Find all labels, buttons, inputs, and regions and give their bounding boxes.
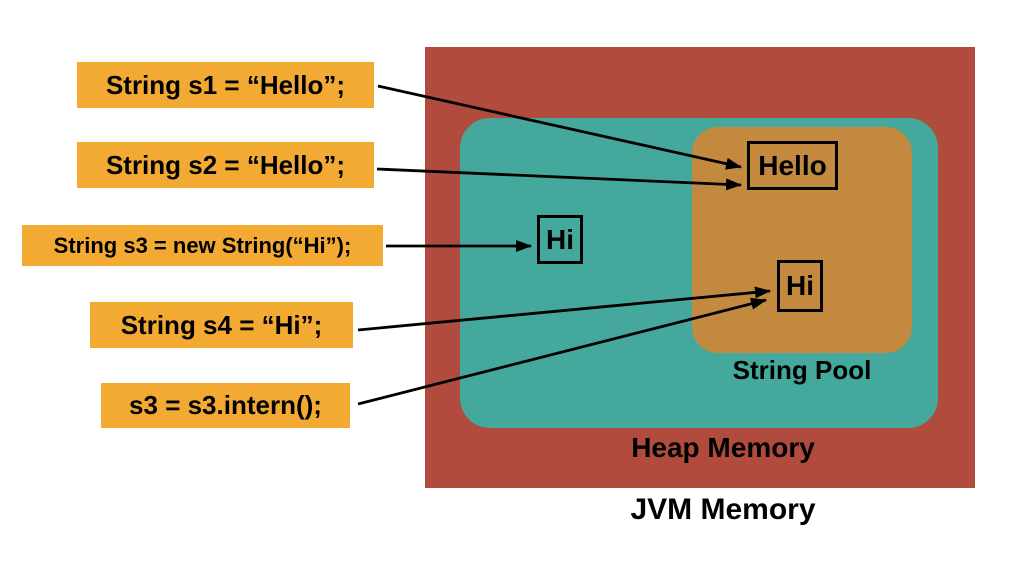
string-object-hi-heap-text: Hi xyxy=(546,223,574,255)
code-label-s2: String s2 = “Hello”; xyxy=(77,142,374,188)
code-label-s4: String s4 = “Hi”; xyxy=(90,302,353,348)
jvm-memory-caption: JVM Memory xyxy=(630,493,816,526)
code-label-s1: String s1 = “Hello”; xyxy=(77,62,374,108)
string-object-hello: Hello xyxy=(747,141,838,190)
string-object-hi-heap: Hi xyxy=(537,215,583,264)
string-object-hi-pool-text: Hi xyxy=(786,270,814,301)
code-label-s3: String s3 = new String(“Hi”); xyxy=(22,225,383,266)
string-pool-caption: String Pool xyxy=(732,355,872,385)
code-label-s3-intern: s3 = s3.intern(); xyxy=(101,383,350,428)
string-object-hi-pool: Hi xyxy=(777,260,823,312)
heap-memory-caption: Heap Memory xyxy=(631,432,815,463)
string-object-hello-text: Hello xyxy=(758,149,827,181)
